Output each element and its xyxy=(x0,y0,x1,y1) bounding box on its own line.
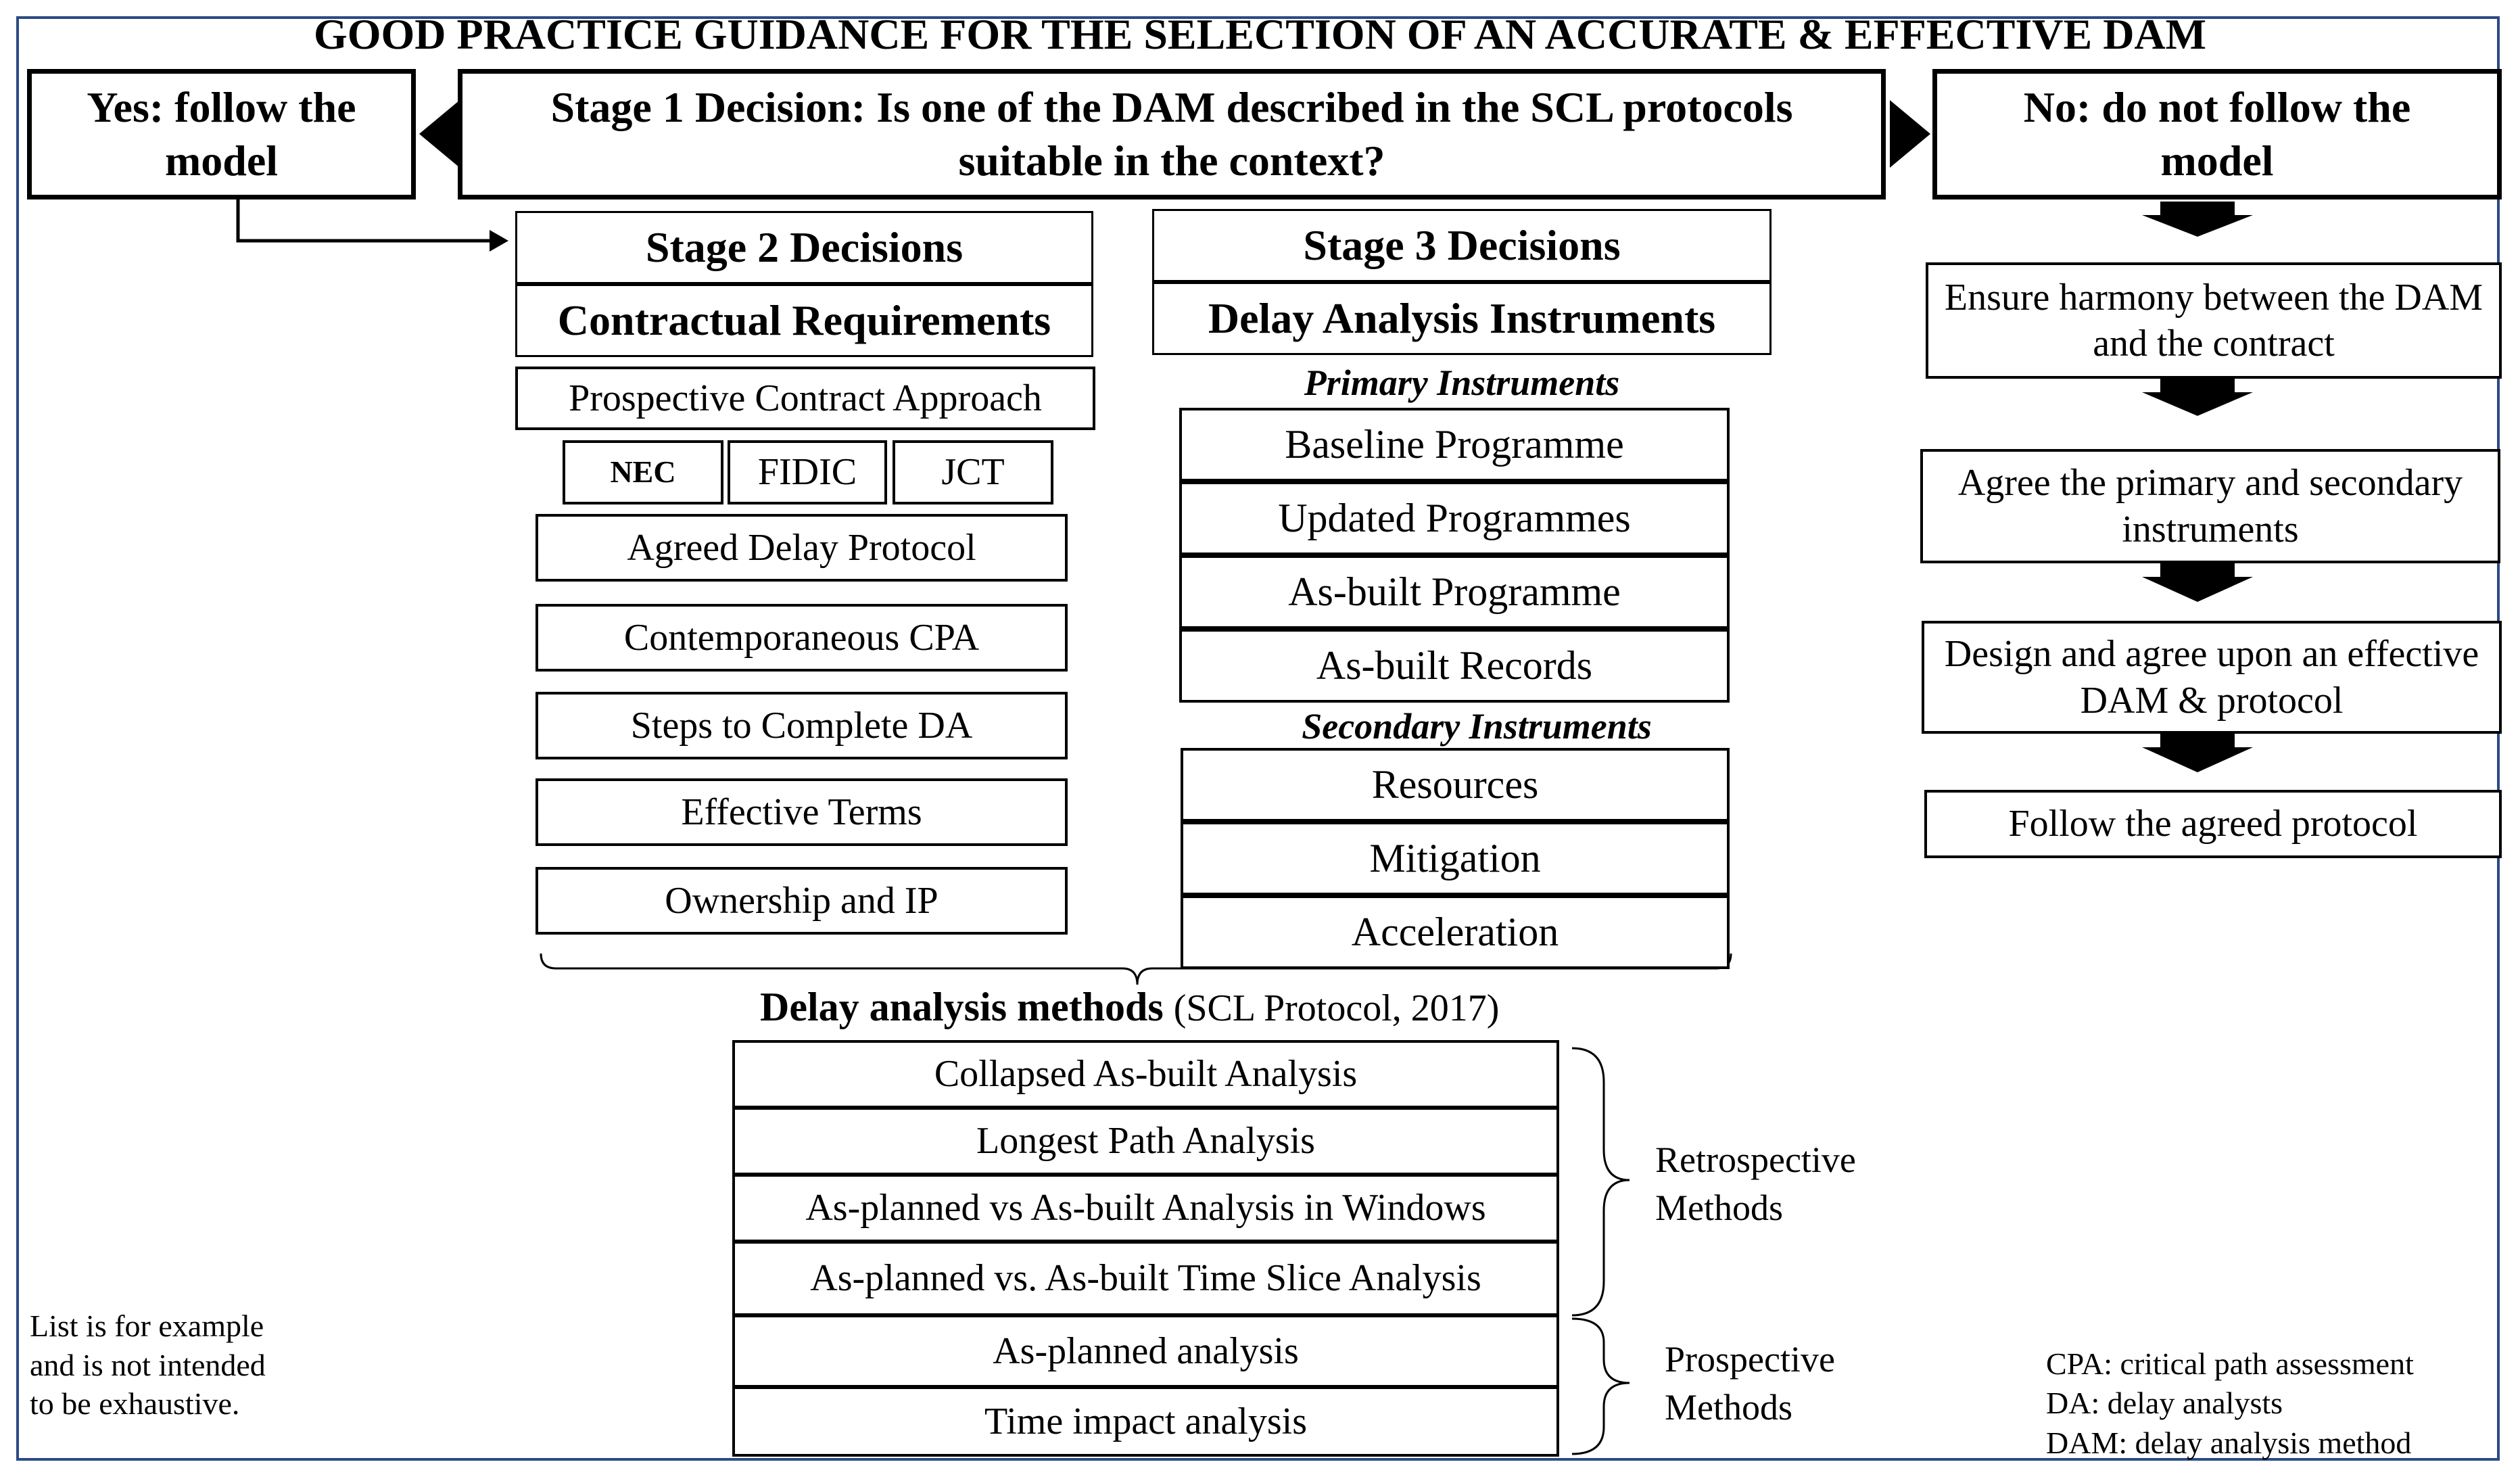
secondary-instrument: Acceleration xyxy=(1181,895,1730,969)
stage2-heading: Stage 2 Decisions xyxy=(515,211,1093,284)
retrospective-method: Collapsed As-built Analysis xyxy=(732,1040,1559,1108)
prospective-label: Prospective Methods xyxy=(1665,1339,1835,1428)
diagram-frame xyxy=(16,16,2500,1461)
abbreviation-item: DA: delay analysts xyxy=(2046,1386,2283,1421)
retrospective-brace xyxy=(1571,1047,1630,1317)
methods-heading: Delay analysis methods xyxy=(760,985,1164,1029)
stage3-subheading: Delay Analysis Instruments xyxy=(1152,282,1772,355)
prospective-method: As-planned analysis xyxy=(732,1315,1559,1388)
arrow-right-small-icon xyxy=(490,230,508,252)
stage2-item: Ownership and IP xyxy=(536,867,1068,935)
arrow-left-icon xyxy=(419,100,460,168)
yes-to-stage2-connector xyxy=(236,199,492,243)
contract-nec: NEC xyxy=(563,440,723,504)
contract-jct: JCT xyxy=(893,440,1053,504)
retrospective-method: As-planned vs. As-built Time Slice Analy… xyxy=(732,1241,1559,1316)
yes-label: Yes: follow the model xyxy=(87,83,356,185)
prospective-contract-approach: Prospective Contract Approach xyxy=(515,367,1095,430)
no-box: No: do not follow the model xyxy=(1932,69,2502,199)
retrospective-label: Retrospective Methods xyxy=(1655,1139,1856,1229)
stage1-decision-box: Stage 1 Decision: Is one of the DAM desc… xyxy=(458,69,1886,199)
disclaimer-note: List is for example and is not intended … xyxy=(30,1309,266,1421)
stage2-item: Agreed Delay Protocol xyxy=(536,514,1068,582)
arrow-down-icon xyxy=(2142,379,2253,416)
yes-box: Yes: follow the model xyxy=(27,69,416,199)
retrospective-method: Longest Path Analysis xyxy=(732,1107,1559,1175)
abbreviation-item: DAM: delay analysis method xyxy=(2046,1425,2412,1460)
no-path-step: Ensure harmony between the DAM and the c… xyxy=(1926,262,2502,379)
primary-instrument: As-built Records xyxy=(1179,629,1730,703)
secondary-instrument: Mitigation xyxy=(1181,822,1730,895)
no-path-step: Follow the agreed protocol xyxy=(1924,790,2502,858)
stage2-item: Steps to Complete DA xyxy=(536,692,1068,759)
retrospective-method: As-planned vs As-built Analysis in Windo… xyxy=(732,1174,1559,1242)
page-title: GOOD PRACTICE GUIDANCE FOR THE SELECTION… xyxy=(313,10,2207,58)
arrow-right-icon xyxy=(1890,100,1930,168)
arrow-down-icon xyxy=(2142,563,2253,602)
primary-instrument: As-built Programme xyxy=(1179,555,1730,629)
no-path-step: Design and agree upon an effective DAM &… xyxy=(1922,621,2502,734)
no-label: No: do not follow the model xyxy=(2023,83,2411,185)
primary-instruments-label: Primary Instruments xyxy=(1304,362,1620,403)
abbreviation-item: CPA: critical path assessment xyxy=(2046,1346,2414,1381)
arrow-down-icon xyxy=(2142,734,2253,772)
secondary-instrument: Resources xyxy=(1181,748,1730,822)
secondary-instruments-label: Secondary Instruments xyxy=(1302,706,1652,747)
primary-instrument: Updated Programmes xyxy=(1179,481,1730,555)
primary-instrument: Baseline Programme xyxy=(1179,408,1730,481)
stage3-heading: Stage 3 Decisions xyxy=(1152,209,1772,282)
contract-fidic: FIDIC xyxy=(728,440,887,504)
prospective-method: Time impact analysis xyxy=(732,1386,1559,1457)
stage1-question: Stage 1 Decision: Is one of the DAM desc… xyxy=(550,83,1793,185)
no-path-step: Agree the primary and secondary instrume… xyxy=(1920,449,2500,563)
methods-heading-line: Delay analysis methods (SCL Protocol, 20… xyxy=(760,984,1499,1031)
methods-source: (SCL Protocol, 2017) xyxy=(1173,987,1500,1029)
stage2-subheading: Contractual Requirements xyxy=(515,284,1093,357)
stage2-item: Effective Terms xyxy=(536,778,1068,846)
stage2-item: Contemporaneous CPA xyxy=(536,604,1068,672)
abbreviation-list: CPA: critical path assessment DA: delay … xyxy=(2046,1344,2414,1463)
prospective-brace xyxy=(1571,1317,1630,1455)
arrow-down-icon xyxy=(2142,202,2253,237)
